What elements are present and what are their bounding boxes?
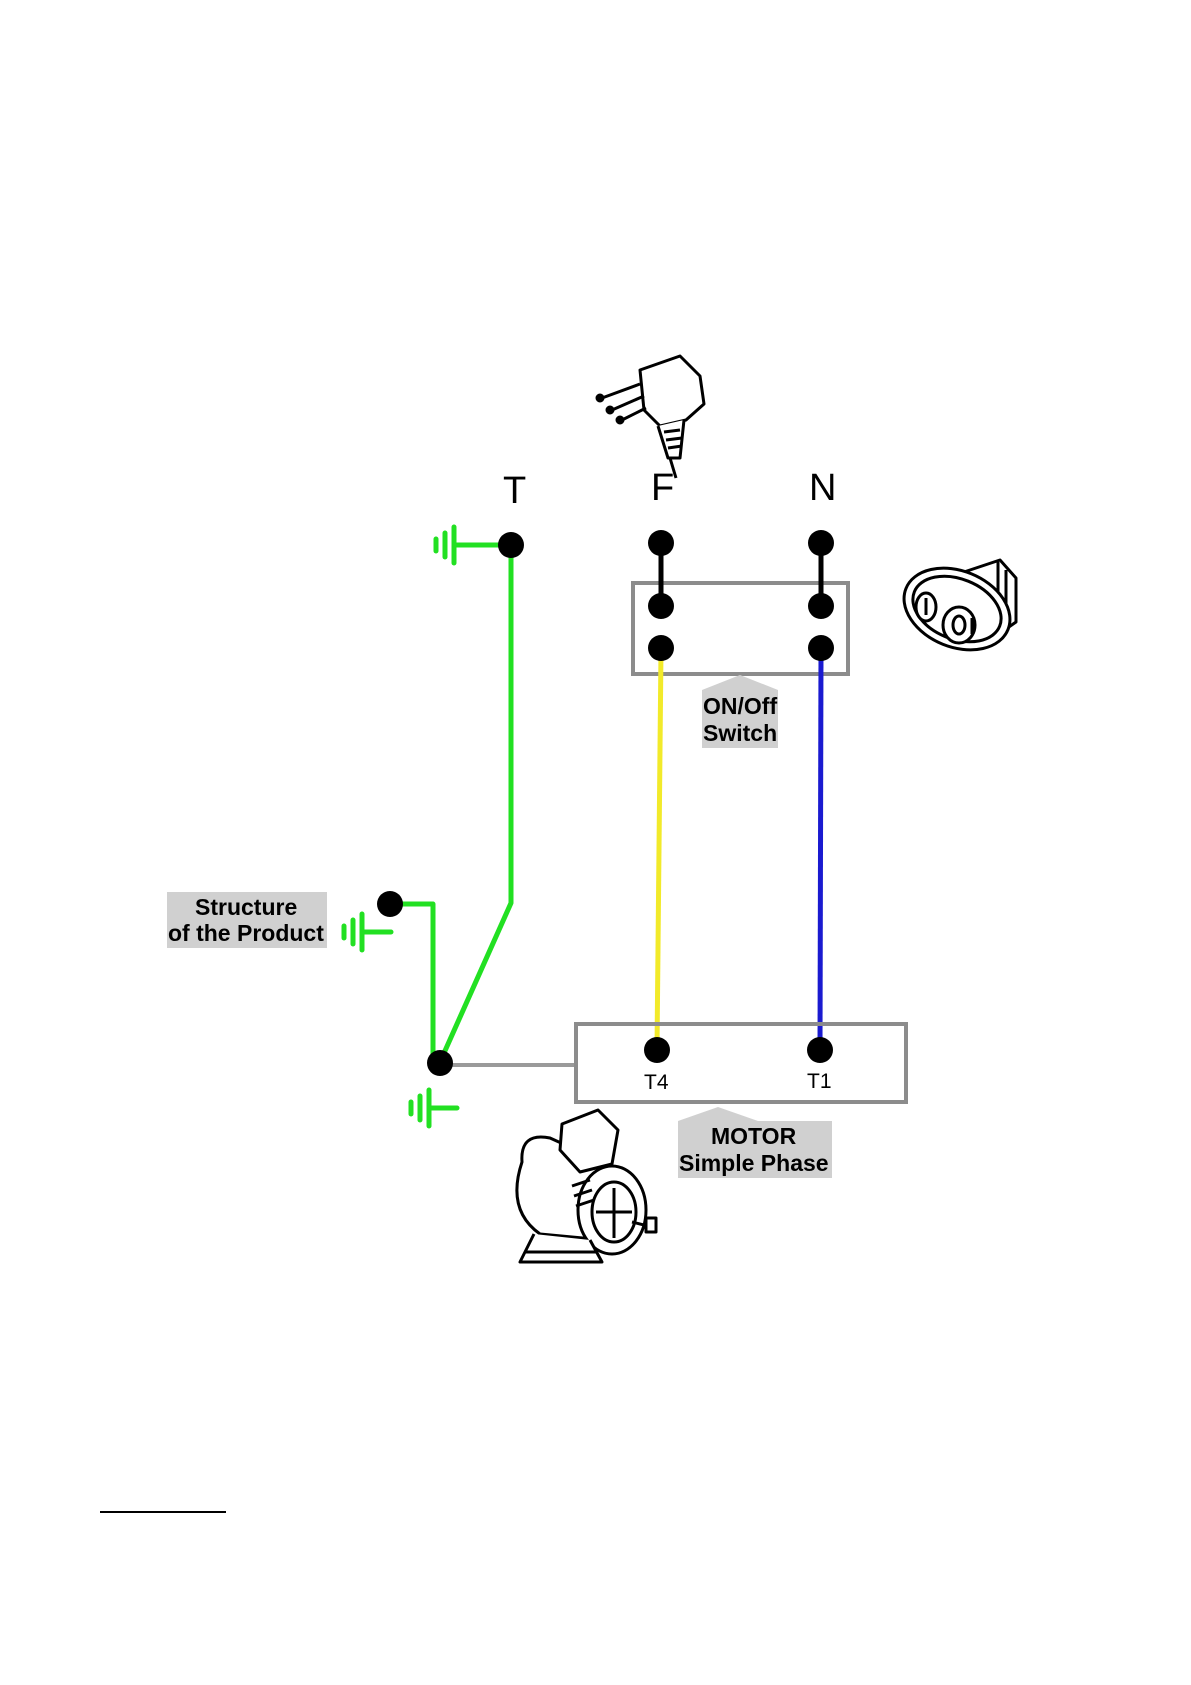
switch-output-phase xyxy=(648,635,674,661)
structure-caption: Structure of the Product xyxy=(167,892,327,948)
motor-terminal-t1 xyxy=(807,1037,833,1063)
terminal-dots xyxy=(377,530,834,1076)
neutral-wire xyxy=(820,650,821,1048)
motor-terminal-t1-label: T1 xyxy=(807,1070,832,1093)
ground-symbol-icon xyxy=(411,1090,457,1126)
switch-output-neutral xyxy=(808,635,834,661)
plug-terminal-earth xyxy=(498,532,524,558)
plug-terminal-neutral xyxy=(808,530,834,556)
motor-terminal-t4 xyxy=(644,1037,670,1063)
motor-caption: MOTOR Simple Phase xyxy=(678,1107,832,1178)
switch-input-phase xyxy=(648,593,674,619)
motor-box xyxy=(576,1024,906,1102)
ground-junction xyxy=(427,1050,453,1076)
motor-caption-line2: Simple Phase xyxy=(679,1150,829,1176)
earth-wire xyxy=(390,545,511,1062)
motor-terminal-t4-label: T4 xyxy=(644,1071,669,1094)
switch-input-neutral xyxy=(808,593,834,619)
phase-wire xyxy=(657,650,661,1048)
motor-icon xyxy=(517,1110,656,1262)
ground-symbol-icon xyxy=(436,527,508,563)
structure-terminal xyxy=(377,891,403,917)
motor-caption-line1: MOTOR xyxy=(711,1123,797,1149)
plug-icon xyxy=(597,356,704,478)
switch-caption-line2: Switch xyxy=(703,720,777,746)
structure-caption-line1: Structure xyxy=(195,894,297,920)
terminal-label-earth: T xyxy=(503,470,526,512)
rocker-switch-icon xyxy=(892,553,1022,665)
terminal-label-phase: F xyxy=(651,467,674,509)
ground-symbol-icon xyxy=(344,914,391,950)
structure-caption-line2: of the Product xyxy=(168,920,324,946)
terminal-label-neutral: N xyxy=(809,467,836,509)
switch-caption-line1: ON/Off xyxy=(703,693,777,719)
plug-terminal-phase xyxy=(648,530,674,556)
switch-caption: ON/Off Switch xyxy=(702,675,778,748)
